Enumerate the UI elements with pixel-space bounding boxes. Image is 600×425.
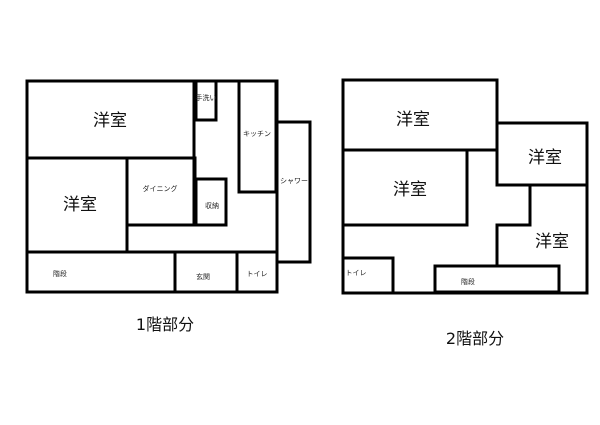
floor1-room-shower xyxy=(275,120,312,264)
floor1-label-stairs: 階段 xyxy=(53,269,67,278)
floor1-label-western2: 洋室 xyxy=(63,195,97,215)
floor2-label-western2: 洋室 xyxy=(393,180,427,200)
floor1-label-shower: シャワー xyxy=(280,177,308,185)
floor1-label-kitchen: キッチン xyxy=(243,130,271,138)
floor1-caption: 1階部分 xyxy=(136,315,194,334)
floor2-room-western4-wall xyxy=(495,185,532,266)
floor2-label-western4: 洋室 xyxy=(535,232,569,252)
floor2-label-stairs: 階段 xyxy=(461,277,475,286)
floor1-label-storage: 収納 xyxy=(205,201,219,210)
floor2-room-western3-wall xyxy=(495,150,587,187)
floor2-label-western1: 洋室 xyxy=(396,110,430,130)
floor2-label-toilet: トイレ xyxy=(346,269,367,277)
floor1-label-entrance: 玄関 xyxy=(196,272,210,281)
floor1-label-western1: 洋室 xyxy=(93,111,127,131)
floor2-room-western2 xyxy=(341,148,469,227)
floor1-room-washroom xyxy=(194,79,218,122)
floor2-plan: 洋室 洋室 洋室 洋室 トイレ 階段 2階部分 xyxy=(341,78,589,348)
floor2-room-stairs xyxy=(433,264,561,294)
floor1-plan: 洋室 洋室 手洗い キッチン シャワー ダイニング 収納 階段 玄関 トイレ 1… xyxy=(25,79,312,334)
floor2-label-western3: 洋室 xyxy=(528,148,562,168)
floor1-label-washroom: 手洗い xyxy=(196,93,217,102)
floor1-room-storage xyxy=(194,177,228,227)
floor2-caption: 2階部分 xyxy=(446,329,504,348)
floor2-room-toilet xyxy=(341,256,395,295)
floor1-label-dining: ダイニング xyxy=(143,184,178,193)
floor1-label-toilet: トイレ xyxy=(247,270,268,278)
